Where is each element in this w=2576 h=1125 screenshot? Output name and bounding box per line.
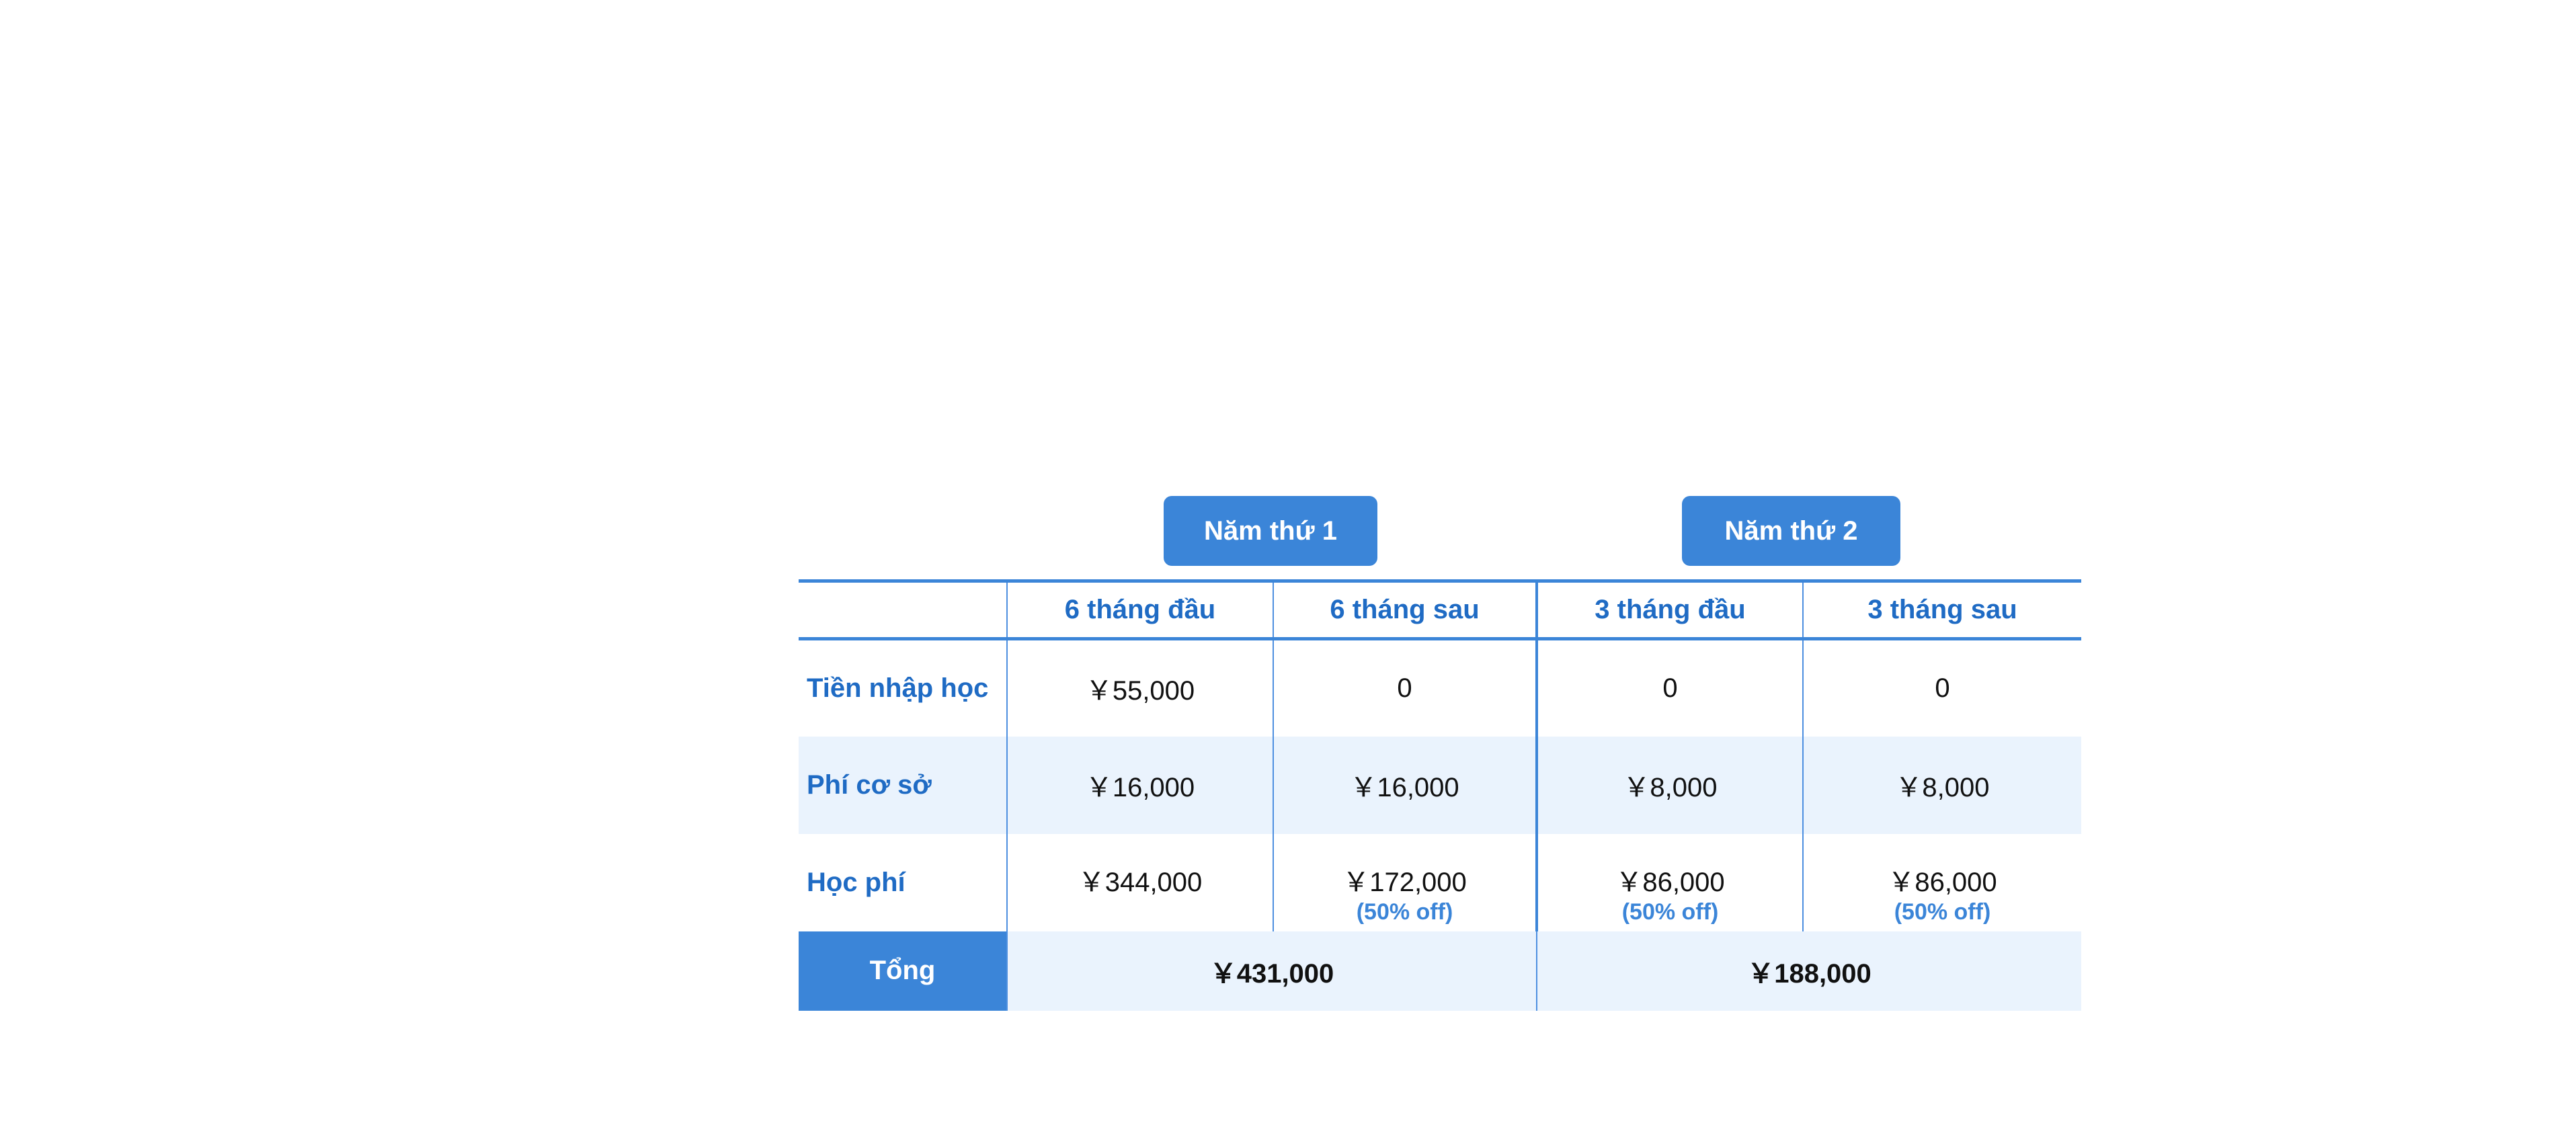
column-header-year1-second-half: 6 tháng sau [1273, 579, 1537, 640]
table-cell: ￥8,000 [1535, 736, 1803, 834]
total-label: Tổng [799, 931, 1007, 1011]
table-cell: ￥55,000 [1006, 638, 1273, 737]
period-header-row: 6 tháng đầu 6 tháng sau 3 tháng đầu 3 th… [799, 579, 2081, 640]
tuition-value: ￥86,000 [1888, 867, 1997, 897]
table-cell: ￥172,000 (50% off) [1273, 833, 1537, 931]
tuition-value: ￥344,000 [1078, 867, 1203, 897]
table-cell: ￥86,000 (50% off) [1535, 833, 1803, 931]
table-row-facility-fee: Phí cơ sở ￥16,000 ￥16,000 ￥8,000 ￥8,000 [799, 736, 2081, 834]
table-cell: 0 [1273, 638, 1537, 737]
column-header-year1-first-half: 6 tháng đầu [1006, 579, 1273, 640]
column-header-year2-first-quarter: 3 tháng đầu [1535, 579, 1803, 640]
table-row-admission-fee: Tiền nhập học ￥55,000 0 0 0 [799, 638, 2081, 737]
tuition-value-wrap: ￥86,000 (50% off) [1888, 867, 1997, 925]
table-cell: ￥16,000 [1273, 736, 1537, 834]
table-row-tuition: Học phí ￥344,000 ￥172,000 (50% off) ￥86,… [799, 833, 2081, 931]
table-row-total: Tổng ￥431,000 ￥188,000 [799, 931, 2081, 1011]
table-cell: ￥8,000 [1802, 736, 2081, 834]
tuition-value: ￥172,000 [1342, 867, 1467, 897]
table-cell: 0 [1802, 638, 2081, 737]
table-cell: 0 [1535, 638, 1803, 737]
tuition-value: ￥86,000 [1615, 867, 1725, 897]
total-year-1: ￥431,000 [1006, 931, 1537, 1011]
discount-note: (50% off) [1621, 899, 1719, 925]
tuition-value-wrap: ￥86,000 (50% off) [1615, 867, 1725, 925]
discount-note: (50% off) [1356, 899, 1453, 925]
row-label-tuition: Học phí [807, 867, 905, 897]
row-label-facility-fee: Phí cơ sở [799, 736, 1007, 834]
row-label-admission-fee: Tiền nhập học [807, 673, 989, 703]
year-1-badge: Năm thứ 1 [1164, 496, 1377, 566]
tuition-value-wrap: ￥172,000 (50% off) [1342, 867, 1467, 925]
table-cell: ￥86,000 (50% off) [1802, 833, 2081, 931]
table-cell: ￥16,000 [1006, 736, 1273, 834]
discount-note: (50% off) [1894, 899, 1991, 925]
table-cell: ￥344,000 [1006, 833, 1273, 931]
year-2-badge: Năm thứ 2 [1682, 496, 1900, 566]
total-year-2: ￥188,000 [1536, 931, 2081, 1011]
column-header-year2-second-quarter: 3 tháng sau [1802, 579, 2081, 640]
header-empty-cell [799, 579, 1007, 640]
tuition-fee-table: 6 tháng đầu 6 tháng sau 3 tháng đầu 3 th… [799, 579, 2081, 1011]
